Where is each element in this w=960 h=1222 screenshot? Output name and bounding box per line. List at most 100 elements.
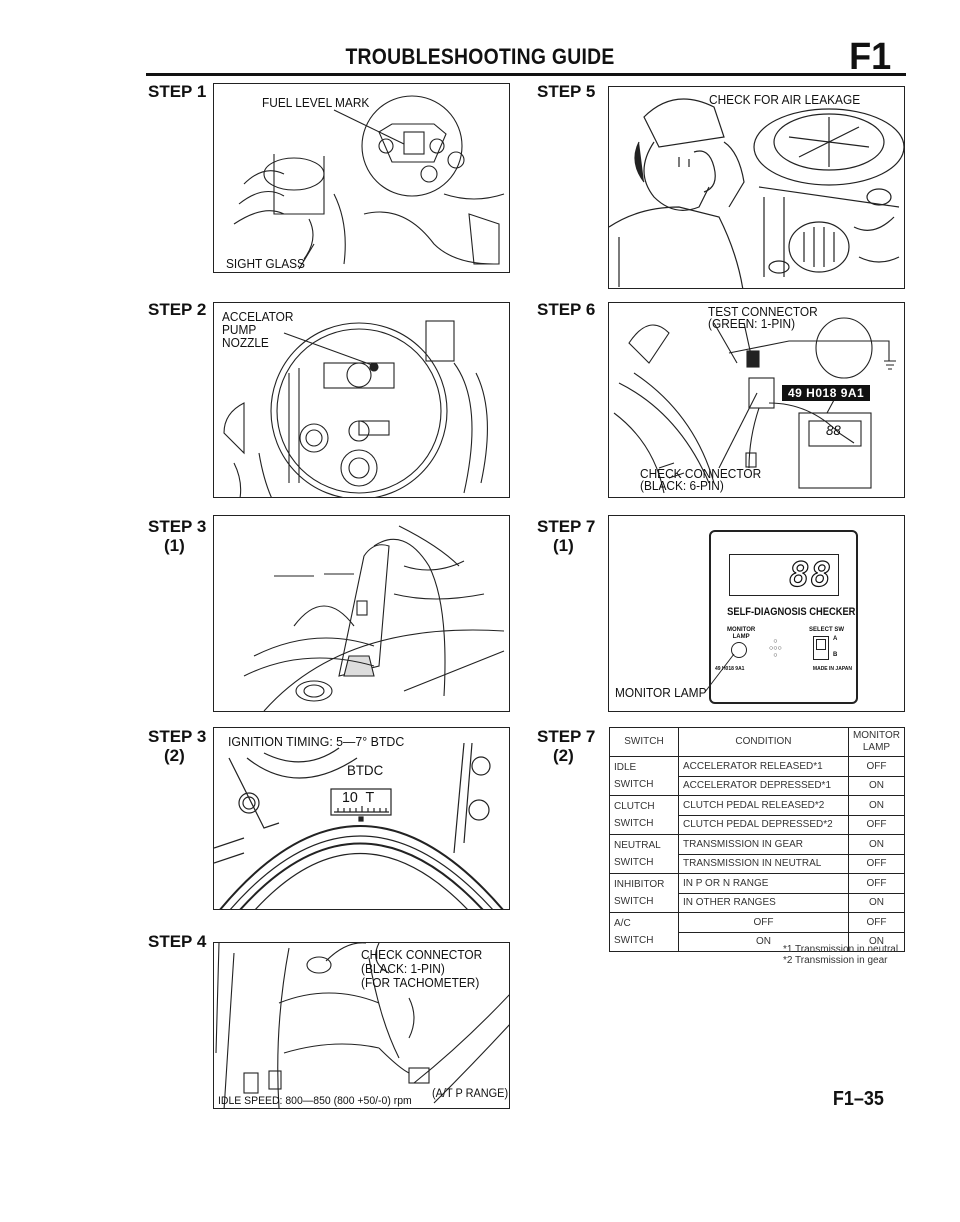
step-label-text: STEP 1 <box>148 82 207 101</box>
header-divider <box>146 73 906 76</box>
condition-cell: CLUTCH PEDAL RELEASED*2 <box>678 795 849 816</box>
step-4-label: STEP 4 <box>148 932 206 951</box>
step-6-label: STEP 6 <box>537 300 595 319</box>
step-7-2-label: STEP 7(2) <box>537 727 595 765</box>
condition-cell: TRANSMISSION IN NEUTRAL <box>678 853 849 874</box>
display-digits: 88 <box>788 554 832 595</box>
monitor-lamp-cell: ON <box>847 892 906 913</box>
monitor-lamp-leader-line <box>704 653 735 693</box>
callout-at-p-range: (A/T P RANGE) <box>432 1088 509 1100</box>
test-connector-grounded-drawing <box>613 317 896 494</box>
switch-condition-table: SWITCH CONDITION MONITOR LAMP IDLE SWITC… <box>609 727 906 952</box>
callout-ignition-timing: IGNITION TIMING: 5—7° BTDC <box>228 734 405 749</box>
mechanic-listening-engine-drawing <box>609 98 904 288</box>
monitor-lamp-label: MONITOR LAMP <box>727 627 756 640</box>
condition-cell: ACCELERATOR RELEASED*1 <box>678 756 849 777</box>
select-switch-toggle <box>816 639 826 650</box>
step-sublabel: (1) <box>553 536 574 555</box>
condition-cell: OFF <box>678 912 849 933</box>
monitor-lamp-cell: OFF <box>847 814 906 835</box>
step-sublabel: (1) <box>164 536 185 555</box>
step-3-2-label: STEP 3(2) <box>148 727 206 765</box>
callout-idle-speed: IDLE SPEED: 800—850 (800 +50/-0) rpm <box>218 1095 412 1107</box>
step-label-text: STEP 3 <box>148 727 207 746</box>
self-diagnosis-checker: 88 SELF-DIAGNOSIS CHECKER MONITOR LAMP ○… <box>709 530 858 704</box>
select-switch-label: SELECT SW <box>809 627 845 633</box>
monitor-lamp-cell: OFF <box>847 853 906 874</box>
checker-origin: MADE IN JAPAN <box>812 666 852 672</box>
header-condition: CONDITION <box>678 727 849 757</box>
page-title: TROUBLESHOOTING GUIDE <box>345 44 615 69</box>
section-code: F1 <box>849 36 892 78</box>
step-label-text: STEP 4 <box>148 932 207 951</box>
step-label-text: STEP 7 <box>537 517 596 536</box>
checker-display: 88 <box>729 554 839 596</box>
callout-sight-glass: SIGHT GLASS <box>226 257 305 271</box>
switch-cell: IDLE SWITCH <box>609 756 679 796</box>
checker-part-number: 49 H018 9A1 <box>715 666 745 672</box>
step-sublabel: (2) <box>164 746 185 765</box>
monitor-lamp-icon <box>731 642 747 658</box>
step-label-text: STEP 7 <box>537 727 596 746</box>
step-label-text: STEP 2 <box>148 300 207 319</box>
switch-cell: NEUTRAL SWITCH <box>609 834 679 874</box>
monitor-lamp-cell: OFF <box>847 873 906 894</box>
callout-test-connector: TEST CONNECTOR (GREEN: 1-PIN) <box>708 305 818 331</box>
switch-cell: INHIBITOR SWITCH <box>609 873 679 913</box>
step-7-1-illustration: 88 SELF-DIAGNOSIS CHECKER MONITOR LAMP ○… <box>608 515 905 712</box>
select-b-label: B <box>833 652 838 658</box>
step-label-text: STEP 3 <box>148 517 207 536</box>
callout-accelerator-pump-nozzle: ACCELATOR PUMP NOZZLE <box>222 310 294 350</box>
accelerator-pump-nozzle-drawing <box>223 320 488 497</box>
switch-cell: CLUTCH SWITCH <box>609 795 679 835</box>
condition-cell: ON <box>678 931 849 952</box>
monitor-lamp-cell: ON <box>847 931 906 952</box>
step-3-1-label: STEP 3(1) <box>148 517 206 555</box>
monitor-lamp-cell: ON <box>847 795 906 816</box>
condition-cell: ACCELERATOR DEPRESSED*1 <box>678 775 849 796</box>
callout-btdc: BTDC <box>347 762 384 778</box>
step-label-text: STEP 6 <box>537 300 596 319</box>
step-label-text: STEP 5 <box>537 82 596 101</box>
tachometer-check-connector-drawing <box>215 943 509 1108</box>
condition-cell: IN P OR N RANGE <box>678 873 849 894</box>
monitor-lamp-cell: ON <box>847 775 906 796</box>
step-3-2-illustration: IGNITION TIMING: 5—7° BTDC BTDC 10 T <box>213 727 510 910</box>
callout-fuel-level-mark: FUEL LEVEL MARK <box>262 96 370 110</box>
footnote-1: *1 Transmission in neutral <box>783 944 899 955</box>
monitor-lamp-cell: OFF <box>847 912 906 933</box>
condition-cell: IN OTHER RANGES <box>678 892 849 913</box>
step-sublabel: (2) <box>553 746 574 765</box>
select-switch <box>813 636 829 660</box>
header-switch: SWITCH <box>609 727 679 757</box>
monitor-lamp-cell: OFF <box>847 756 906 777</box>
page-number: F1–35 <box>832 1088 884 1110</box>
timing-scale-label: 10 T <box>342 789 375 806</box>
monitor-lamp-cell: ON <box>847 834 906 855</box>
select-a-label: A <box>833 636 838 642</box>
table-header-row: SWITCH CONDITION MONITOR LAMP <box>609 727 906 757</box>
step-2-illustration: ACCELATOR PUMP NOZZLE <box>213 302 510 498</box>
checker-name: SELF-DIAGNOSIS CHECKER <box>727 606 856 618</box>
footnote-2: *2 Transmission in gear <box>783 955 888 966</box>
step-6-illustration: TEST CONNECTOR (GREEN: 1-PIN) CHECK CONN… <box>608 302 905 498</box>
callout-check-connector-1pin: CHECK CONNECTOR (BLACK: 1-PIN) (FOR TACH… <box>361 948 483 990</box>
step-5-illustration: CHECK FOR AIR LEAKAGE <box>608 86 905 289</box>
step-2-label: STEP 2 <box>148 300 206 319</box>
tool-number-tag: 49 H018 9A1 <box>782 385 871 401</box>
callout-monitor-lamp: MONITOR LAMP <box>615 686 707 700</box>
step-1-illustration: FUEL LEVEL MARK SIGHT GLASS <box>213 83 510 273</box>
table-footnotes: *1 Transmission in neutral *2 Transmissi… <box>783 944 898 966</box>
header-monitor-lamp: MONITOR LAMP <box>847 727 906 757</box>
condition-cell: TRANSMISSION IN GEAR <box>678 834 849 855</box>
step-1-label: STEP 1 <box>148 82 206 101</box>
